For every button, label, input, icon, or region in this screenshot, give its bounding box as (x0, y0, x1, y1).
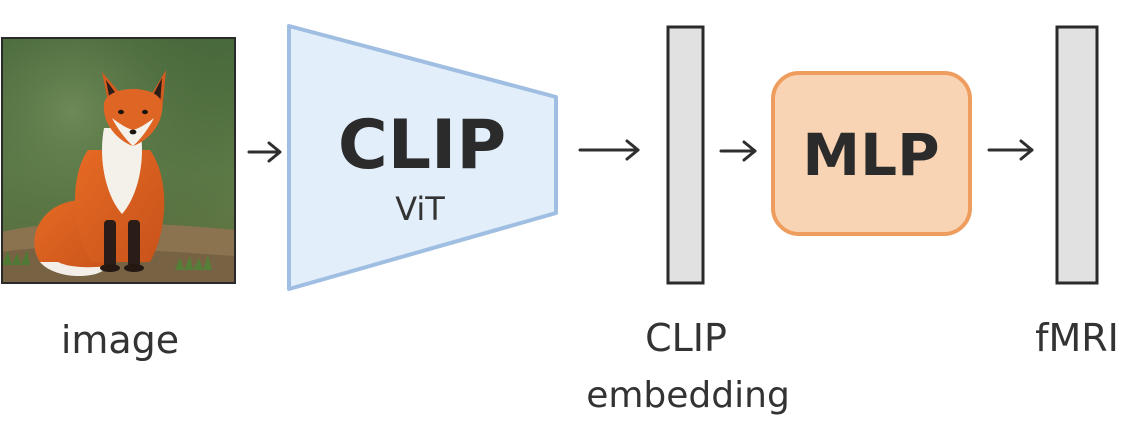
image-label: image (61, 318, 179, 362)
embedding-label-line1: CLIP (645, 316, 727, 360)
image-frame (1, 37, 236, 284)
right-arrow-icon (578, 139, 640, 161)
fmri-bar (1055, 25, 1099, 285)
encoder-subtitle: ViT (395, 190, 445, 228)
embedding-label-line2: embedding (586, 375, 790, 416)
right-arrow-icon (247, 141, 282, 163)
fmri-label: fMRI (1035, 316, 1119, 360)
clip-vit-encoder (287, 24, 558, 291)
right-arrow-icon (719, 140, 757, 162)
right-arrow-icon (987, 139, 1034, 161)
mlp-block (771, 71, 972, 236)
encoder-title: CLIP (338, 106, 506, 185)
fox-photo (2, 38, 235, 283)
clip-embedding-bar (666, 25, 705, 285)
mlp-title: MLP (802, 121, 939, 189)
